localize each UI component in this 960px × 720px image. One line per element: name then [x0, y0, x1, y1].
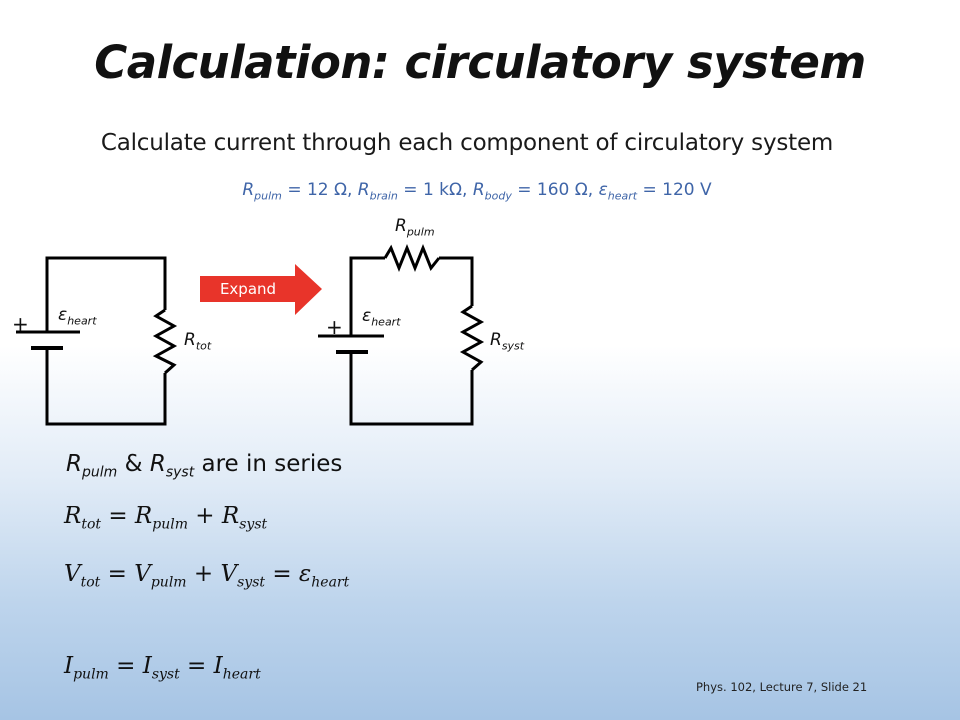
- equation-current-equal: Ipulm = Isyst = Iheart: [64, 653, 261, 683]
- left-emf-label: εheart: [58, 305, 97, 328]
- left-wire-top: [45, 256, 167, 332]
- right-wire-bottom: [349, 350, 474, 426]
- right-battery-plus: +: [326, 315, 343, 339]
- circuit-right: [318, 243, 485, 426]
- series-statement: Rpulm & Rsyst are in series: [66, 451, 343, 481]
- given-values: Rpulm = 12 Ω, Rbrain = 1 kΩ, Rbody = 160…: [242, 180, 712, 203]
- right-resistor-rsyst: [459, 304, 485, 372]
- left-rtot-label: Rtot: [184, 330, 212, 353]
- right-wire-top-right: [439, 256, 474, 306]
- left-wire: [45, 346, 167, 426]
- right-resistor-rpulm: [383, 243, 441, 273]
- equation-resistance-sum: Rtot = Rpulm + Rsyst: [64, 503, 268, 533]
- right-emf-label: εheart: [362, 306, 401, 329]
- right-wire-top-left: [349, 256, 385, 336]
- expand-label: Expand: [219, 280, 277, 298]
- right-rpulm-label: Rpulm: [395, 216, 435, 239]
- circuit-left: [16, 256, 178, 426]
- right-rsyst-label: Rsyst: [490, 330, 525, 353]
- slide-title: Calculation: circulatory system: [94, 36, 866, 89]
- left-battery-plus: +: [12, 312, 29, 336]
- slide-subtitle: Calculate current through each component…: [100, 130, 834, 156]
- left-resistor-rtot: [152, 308, 178, 375]
- equation-voltage-sum: Vtot = Vpulm + Vsyst = εheart: [64, 561, 350, 591]
- slide-footer: Phys. 102, Lecture 7, Slide 21: [696, 680, 868, 694]
- expand-arrow: [200, 264, 322, 315]
